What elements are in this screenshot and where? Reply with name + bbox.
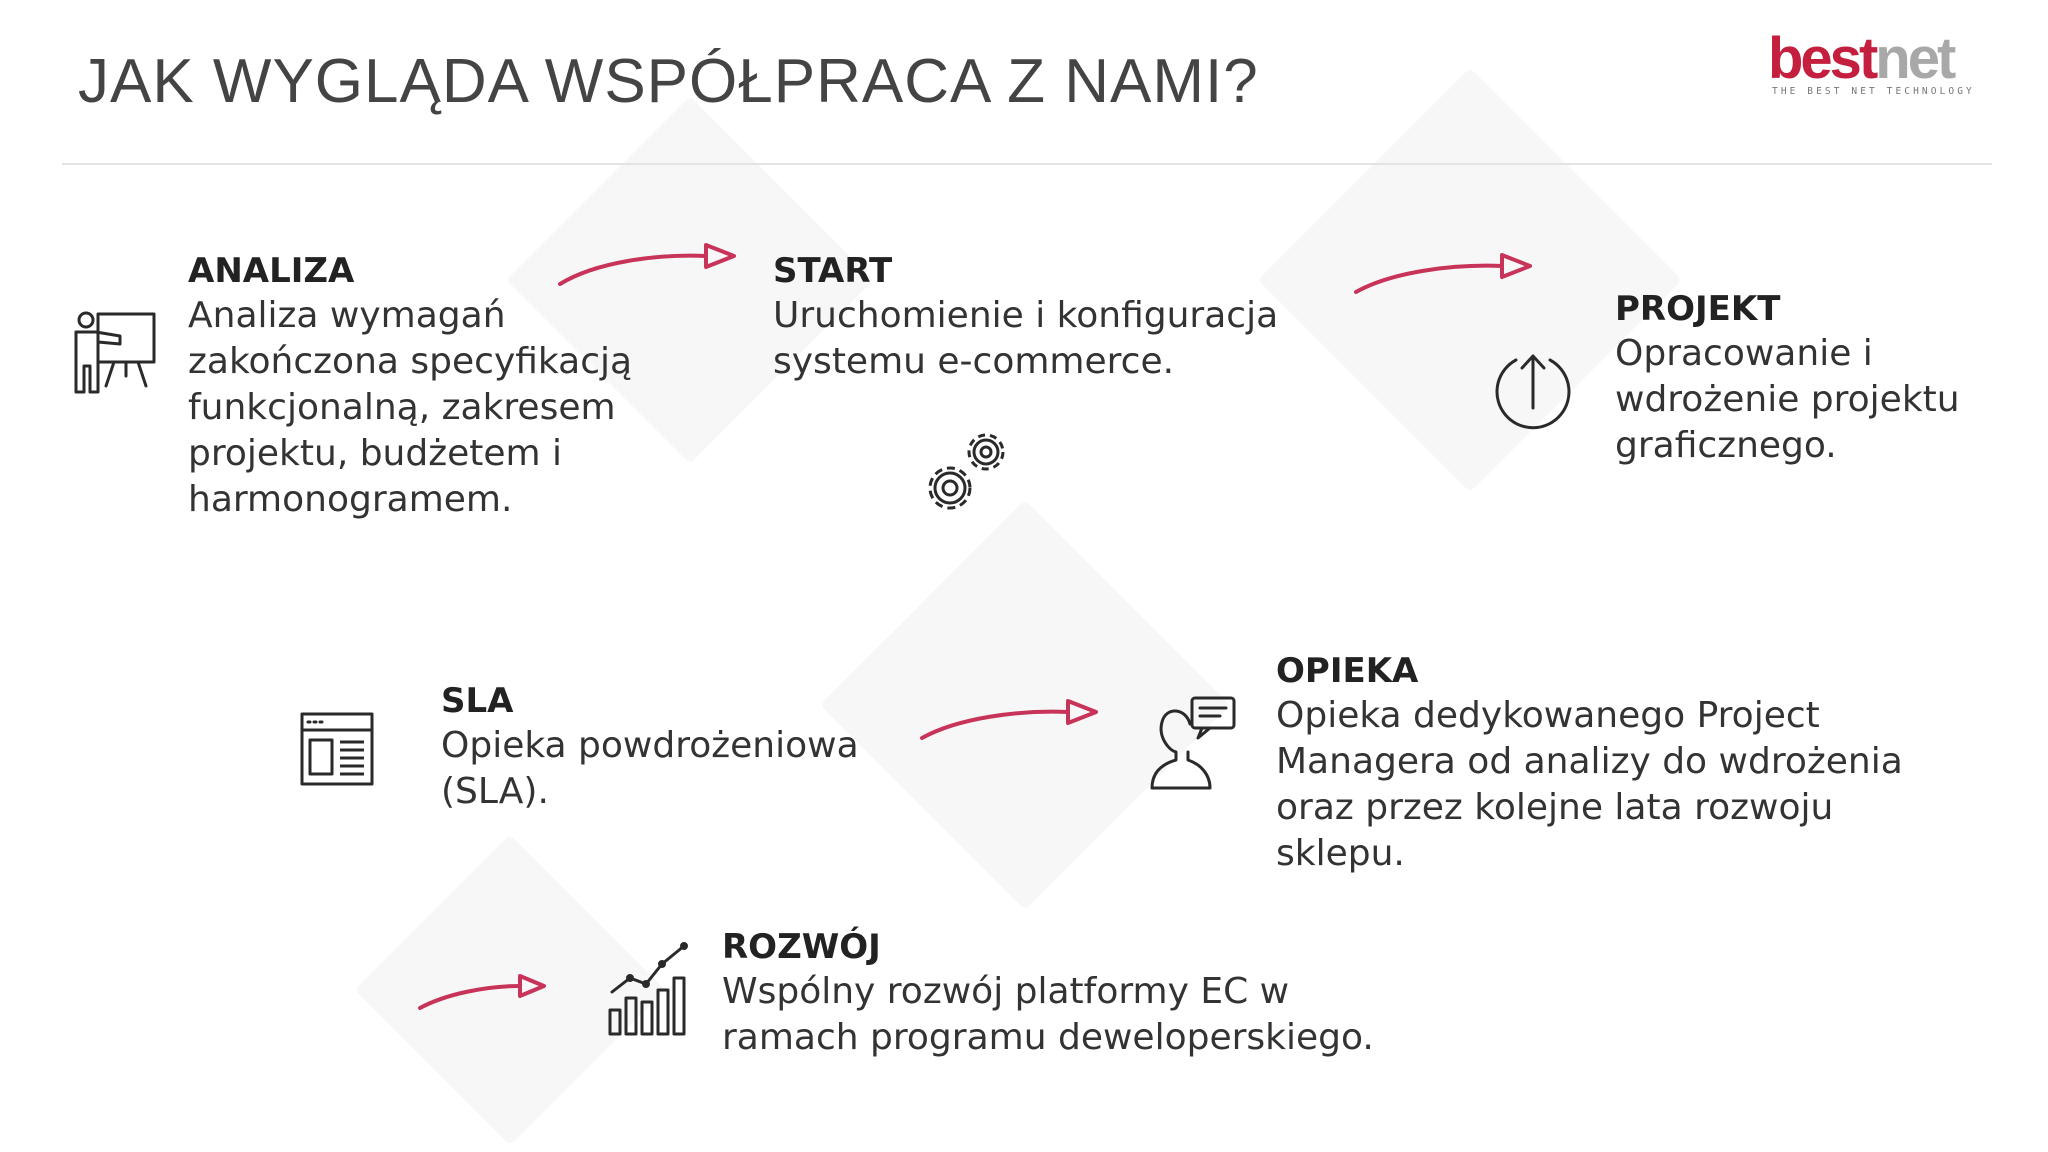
step-opieka-title: OPIEKA [1276,651,1419,691]
step-start-title: START [773,251,893,291]
step-analiza-line: harmonogramem. [188,479,513,520]
header-divider [62,163,1992,165]
step-sla-line: Opieka powdrożeniowa [441,725,859,766]
step-start-line: Uruchomienie i konfiguracja [773,295,1279,336]
step-sla: SLA Opieka powdrożeniowa (SLA). [441,680,859,815]
browser-window-icon [298,710,376,788]
step-opieka-line: oraz przez kolejne lata rozwoju [1276,787,1834,828]
step-analiza-title: ANALIZA [188,251,355,291]
step-opieka-line: Opieka dedykowanego Project [1276,695,1820,736]
step-projekt-title: PROJEKT [1615,289,1781,329]
step-rozwoj-line: Wspólny rozwój platformy EC w [722,971,1290,1012]
step-rozwoj-title: ROZWÓJ [722,927,881,967]
arrow-to-rozwoj [416,970,546,1016]
step-analiza-line: Analiza wymagań [188,295,506,336]
arrow-start-to-projekt [1352,250,1532,300]
bestnet-logo: bestnet THE BEST NET TECHNOLOGY [1768,26,2004,100]
step-sla-title: SLA [441,681,514,721]
logo-tagline: THE BEST NET TECHNOLOGY [1772,86,1975,97]
presenter-board-icon [68,306,160,398]
step-opieka-line: sklepu. [1276,833,1405,874]
step-projekt: PROJEKT Opracowanie i wdrożenie projektu… [1615,288,1960,469]
step-projekt-line: wdrożenie projektu [1615,379,1960,420]
step-rozwoj: ROZWÓJ Wspólny rozwój platformy EC w ram… [722,926,1374,1061]
arrow-analiza-to-start [556,240,736,290]
upload-circle-icon [1490,348,1576,434]
step-projekt-line: graficznego. [1615,425,1837,466]
logo-word-net: net [1875,26,1956,91]
step-start-line: systemu e-commerce. [773,341,1175,382]
gears-icon [918,424,1016,520]
step-projekt-line: Opracowanie i [1615,333,1873,374]
step-rozwoj-line: ramach programu deweloperskiego. [722,1017,1374,1058]
step-opieka: OPIEKA Opieka dedykowanego Project Manag… [1276,650,1903,877]
step-analiza-line: zakończona specyfikacją [188,341,633,382]
step-analiza-line: funkcjonalną, zakresem [188,387,616,428]
step-opieka-line: Managera od analizy do wdrożenia [1276,741,1903,782]
logo-word-best: best [1768,26,1878,91]
person-chat-icon [1148,694,1238,792]
arrow-sla-to-opieka [918,696,1098,746]
growth-chart-icon [606,940,692,1038]
page-title: JAK WYGLĄDA WSPÓŁPRACA Z NAMI? [78,47,1259,116]
step-start: START Uruchomienie i konfiguracja system… [773,250,1278,385]
step-analiza-line: projektu, budżetem i [188,433,563,474]
step-analiza: ANALIZA Analiza wymagań zakończona specy… [188,250,632,523]
logo-wordmark: bestnet [1768,24,1956,94]
step-sla-line: (SLA). [441,771,549,812]
